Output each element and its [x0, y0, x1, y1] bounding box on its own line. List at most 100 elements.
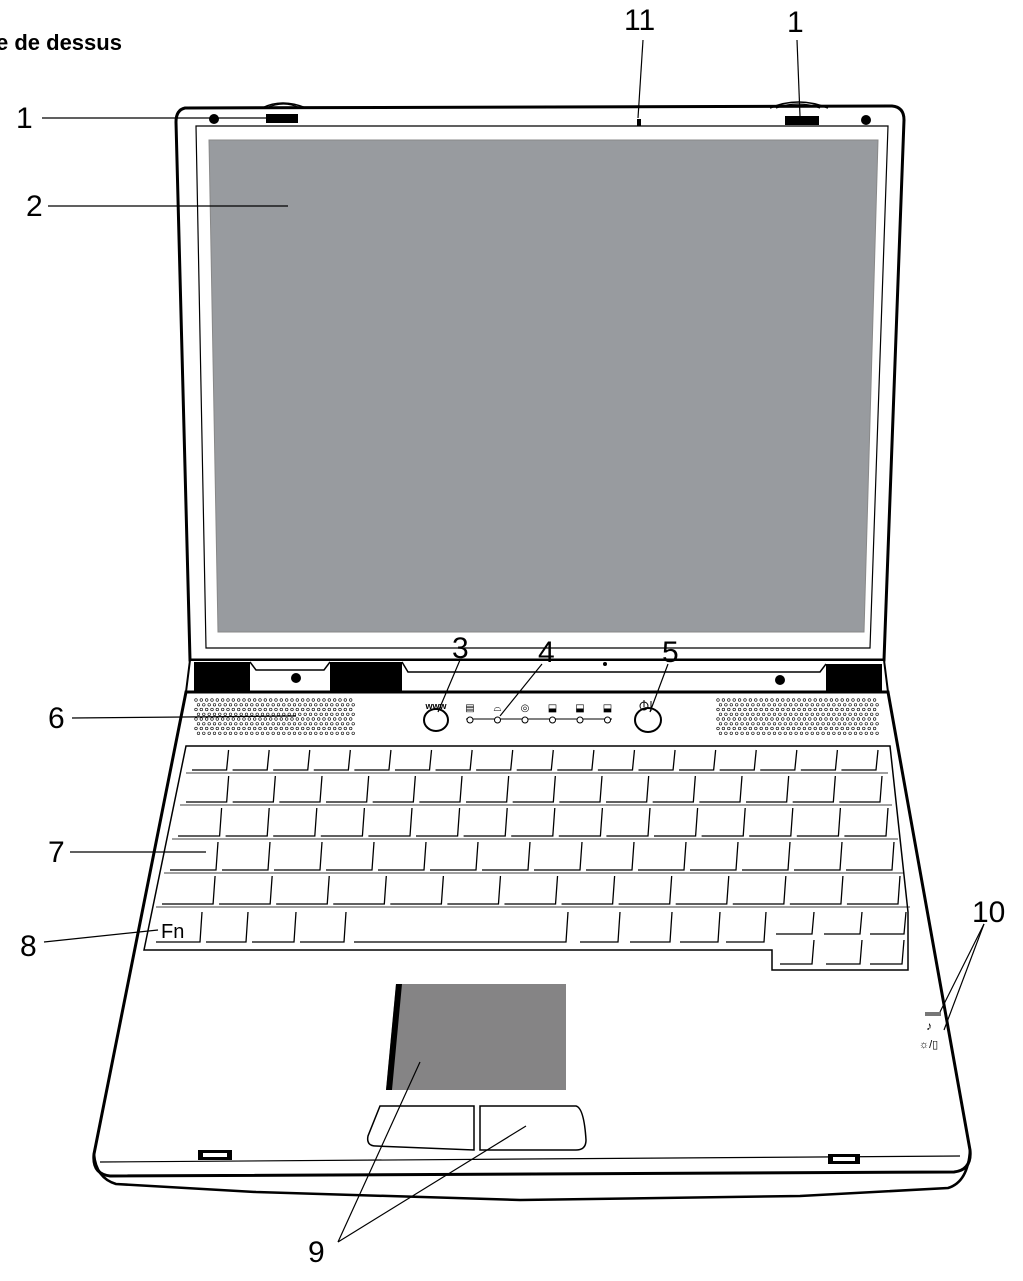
keyboard-key[interactable]	[675, 875, 730, 905]
keyboard-key[interactable]	[824, 911, 863, 935]
keyboard-key[interactable]	[557, 749, 595, 771]
keyboard-key[interactable]	[841, 749, 879, 771]
keyboard-key[interactable]	[326, 775, 370, 803]
lcd-screen	[208, 139, 879, 633]
keyboard-key[interactable]	[372, 775, 416, 803]
keyboard-key[interactable]	[800, 749, 839, 771]
keyboard-key[interactable]	[792, 775, 836, 803]
keyboard-key[interactable]	[354, 749, 392, 771]
keyboard-key[interactable]	[796, 807, 842, 837]
keyboard-key[interactable]	[447, 875, 502, 905]
touchpad-left-button[interactable]	[366, 1105, 475, 1151]
keyboard-key[interactable]	[476, 749, 514, 771]
keyboard-key[interactable]	[279, 775, 323, 803]
keyboard-key[interactable]	[699, 775, 743, 803]
keyboard-key[interactable]	[430, 841, 479, 871]
keyboard-key[interactable]	[232, 775, 276, 803]
keyboard-key[interactable]	[416, 807, 461, 837]
keyboard-key[interactable]	[558, 807, 604, 837]
keyboard-key[interactable]	[326, 841, 375, 871]
keyboard-key[interactable]	[162, 875, 216, 905]
touchpad-right-button[interactable]	[479, 1105, 587, 1151]
keyboard-key[interactable]	[776, 911, 815, 935]
keyboard-key[interactable]	[534, 841, 583, 871]
keyboard-key[interactable]	[652, 775, 696, 803]
internet-button[interactable]: www	[423, 701, 449, 732]
keyboard-key[interactable]	[870, 939, 905, 965]
keyboard-key[interactable]	[273, 749, 311, 771]
keyboard-frame	[143, 745, 909, 971]
keyboard-key[interactable]	[252, 911, 297, 943]
keyboard-key[interactable]	[170, 841, 219, 871]
keyboard-key[interactable]	[742, 841, 791, 871]
keyboard-key[interactable]	[679, 749, 717, 771]
keyboard-key[interactable]	[580, 911, 621, 943]
keyboard-key[interactable]	[638, 841, 687, 871]
lid-latch-right	[769, 101, 829, 125]
keyboard-key[interactable]	[690, 841, 739, 871]
keyboard-key[interactable]	[368, 807, 413, 837]
keyboard-key[interactable]	[719, 749, 757, 771]
keyboard-key[interactable]	[839, 775, 883, 803]
keyboard-key[interactable]	[482, 841, 531, 871]
keyboard-key[interactable]	[846, 875, 901, 905]
keyboard-key[interactable]	[466, 775, 510, 803]
keyboard-key[interactable]	[511, 807, 556, 837]
keyboard-key[interactable]	[732, 875, 787, 905]
keyboard-key[interactable]	[586, 841, 635, 871]
speaker-grille-left	[194, 698, 355, 735]
keyboard-key[interactable]	[186, 775, 230, 803]
keyboard-key[interactable]	[219, 875, 273, 905]
keyboard-key[interactable]	[333, 875, 387, 905]
keyboard-key[interactable]	[419, 775, 463, 803]
keyboard-key[interactable]	[826, 939, 863, 965]
keyboard-key[interactable]	[680, 911, 721, 943]
keyboard-key[interactable]	[844, 807, 889, 837]
keyboard-key[interactable]	[701, 807, 746, 837]
keyboard-key[interactable]	[597, 749, 636, 771]
keyboard-key[interactable]	[749, 807, 794, 837]
keyboard-key[interactable]	[232, 749, 270, 771]
keyboard-key[interactable]	[638, 749, 676, 771]
keyboard-key[interactable]	[156, 911, 203, 943]
keyboard-key[interactable]	[794, 841, 843, 871]
keyboard-key[interactable]	[222, 841, 271, 871]
keyboard-key[interactable]	[225, 807, 270, 837]
keyboard-key[interactable]	[313, 749, 351, 771]
keyboard-key[interactable]	[559, 775, 603, 803]
keyboard-key[interactable]	[780, 939, 815, 965]
power-button[interactable]	[634, 700, 662, 733]
keyboard-key[interactable]	[789, 875, 844, 905]
keyboard-key[interactable]	[320, 807, 366, 837]
keyboard-key[interactable]	[618, 875, 673, 905]
keyboard-key[interactable]	[274, 841, 323, 871]
keyboard-key[interactable]	[354, 911, 569, 943]
keyboard-key[interactable]	[273, 807, 318, 837]
keyboard-key[interactable]	[654, 807, 699, 837]
keyboard-key[interactable]	[726, 911, 767, 943]
touchpad[interactable]	[386, 984, 566, 1090]
keyboard-key[interactable]	[192, 749, 230, 771]
keyboard-key[interactable]	[378, 841, 427, 871]
keyboard-key[interactable]	[512, 775, 556, 803]
keyboard-key[interactable]	[394, 749, 433, 771]
keyboard-key[interactable]	[746, 775, 790, 803]
keyboard-key[interactable]	[435, 749, 473, 771]
keyboard-key[interactable]	[178, 807, 223, 837]
keyboard-key[interactable]	[463, 807, 508, 837]
keyboard-key[interactable]	[504, 875, 559, 905]
keyboard-key[interactable]	[606, 775, 650, 803]
keyboard-key[interactable]	[561, 875, 616, 905]
keyboard-key[interactable]	[870, 911, 907, 935]
keyboard-key[interactable]	[630, 911, 673, 943]
keyboard-key[interactable]	[300, 911, 347, 943]
keyboard-key[interactable]	[606, 807, 651, 837]
keyboard-key[interactable]	[390, 875, 445, 905]
keyboard-key[interactable]	[846, 841, 895, 871]
status-led-icon: ⬓	[603, 703, 612, 714]
keyboard-key[interactable]	[206, 911, 249, 943]
keyboard-key[interactable]	[760, 749, 798, 771]
keyboard-key[interactable]	[276, 875, 330, 905]
keyboard-key[interactable]	[516, 749, 554, 771]
